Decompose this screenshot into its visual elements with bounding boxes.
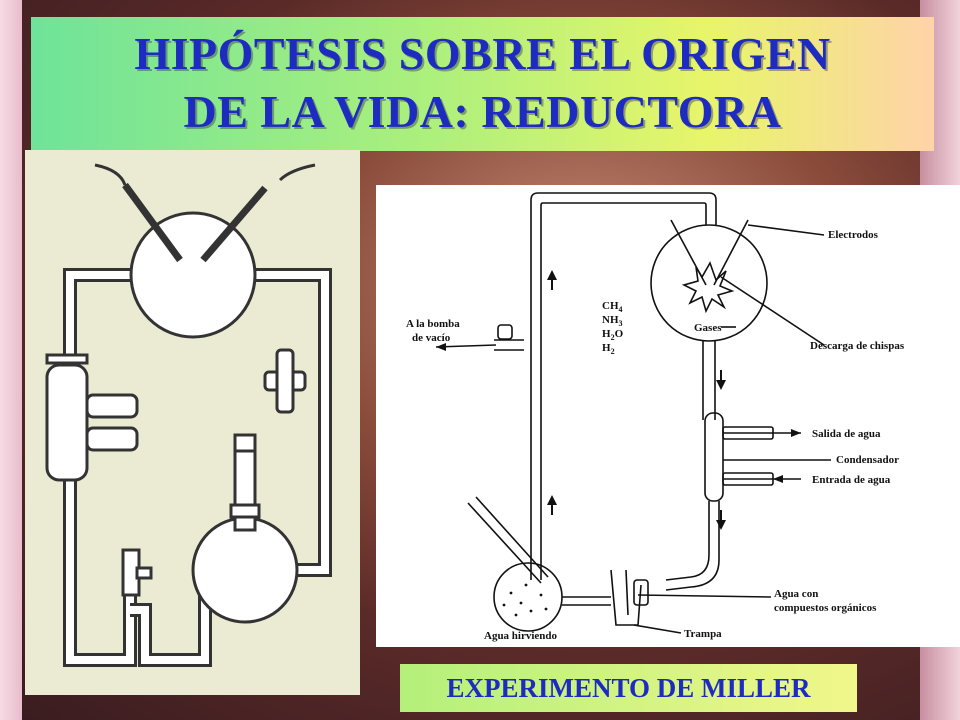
slide-title: HIPÓTESIS SOBRE EL ORIGEN DE LA VIDA: RE… [31, 25, 934, 141]
title-line-2: DE LA VIDA: REDUCTORA [183, 86, 782, 137]
apparatus-illustration [45, 163, 332, 667]
title-line-1: HIPÓTESIS SOBRE EL ORIGEN [134, 28, 831, 79]
miller-diagram-panel: Electrodos A la bomba de vacío CH4 NH3 H… [376, 185, 960, 647]
label-condensador: Condensador [836, 454, 899, 466]
miller-diagram: Electrodos A la bomba de vacío CH4 NH3 H… [406, 192, 905, 642]
label-nh3: NH3 [602, 314, 623, 328]
label-agua-con-2: compuestos orgánicos [774, 602, 877, 614]
label-h2: H2 [602, 342, 615, 356]
label-h2o: H2O [602, 328, 624, 342]
label-bomba-2: de vacío [412, 332, 451, 344]
apparatus-illustration-panel [25, 150, 360, 695]
label-ch4: CH4 [602, 300, 623, 314]
background-left-stripe [0, 0, 22, 720]
label-salida: Salida de agua [812, 428, 881, 440]
caption-text: EXPERIMENTO DE MILLER [446, 673, 811, 703]
label-descarga: Descarga de chispas [810, 340, 905, 352]
label-gases: Gases [694, 322, 722, 334]
label-entrada: Entrada de agua [812, 474, 891, 486]
label-agua-hirviendo: Agua hirviendo [484, 630, 558, 642]
title-banner: HIPÓTESIS SOBRE EL ORIGEN DE LA VIDA: RE… [31, 17, 934, 151]
label-trampa: Trampa [684, 628, 722, 640]
label-agua-con-1: Agua con [774, 588, 818, 600]
label-electrodos: Electrodos [828, 229, 879, 241]
caption-banner: EXPERIMENTO DE MILLER [400, 664, 857, 712]
label-bomba-1: A la bomba [406, 318, 460, 330]
